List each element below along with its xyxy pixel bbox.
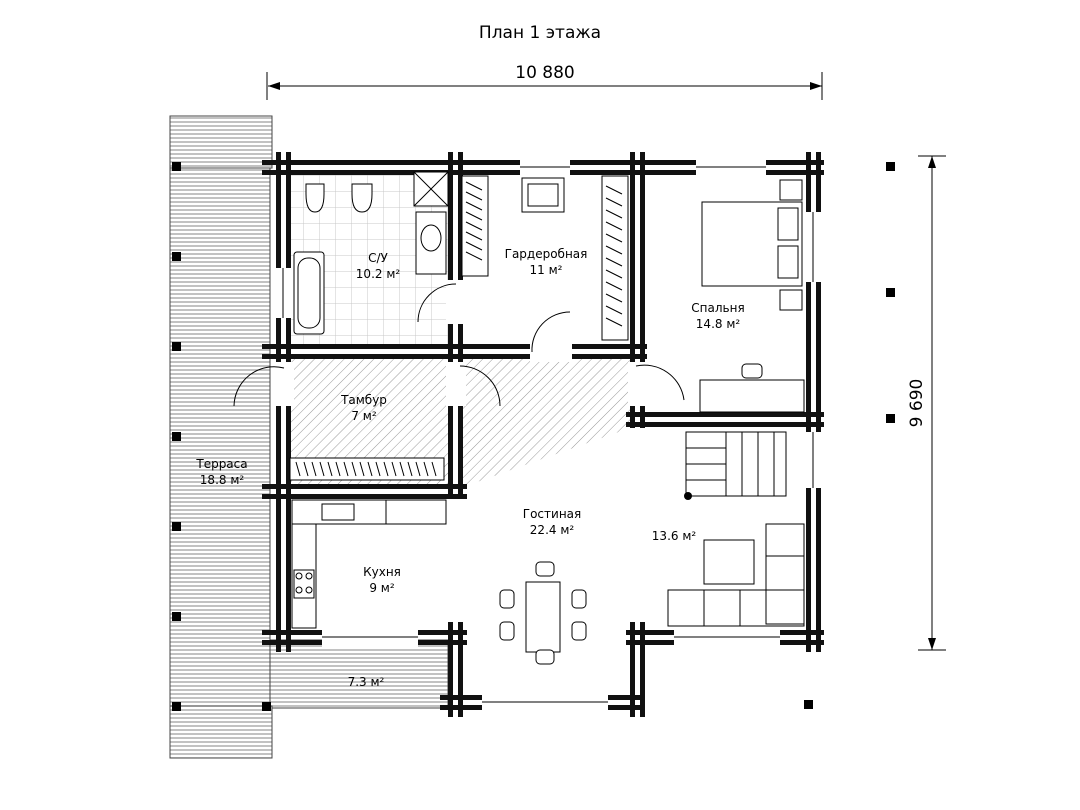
room-area-wardrobe: 11 м² — [530, 263, 563, 277]
wardrobe-fixtures — [461, 175, 629, 341]
room-name-vestibule: Тамбур — [340, 393, 387, 407]
room-area-bathroom: 10.2 м² — [356, 267, 401, 281]
room-name-bedroom: Спальня — [691, 301, 744, 315]
hall-floor — [460, 358, 630, 488]
room-area-bedroom: 14.8 м² — [696, 317, 741, 331]
room-labels: С/У 10.2 м² Гардеробная 11 м² Спальня 14… — [195, 247, 744, 689]
room-area-porch: 7.3 м² — [348, 675, 385, 689]
staircase — [684, 431, 787, 500]
plan-title: План 1 этажа — [479, 23, 601, 43]
openings — [233, 158, 824, 712]
bathroom-fixtures — [293, 171, 449, 335]
living-furniture — [667, 523, 805, 627]
width-label: 10 880 — [515, 63, 574, 83]
kitchen-fixtures — [291, 499, 447, 629]
dining-set — [499, 561, 587, 665]
room-area-living: 22.4 м² — [530, 523, 575, 537]
room-area-stair-hall: 13.6 м² — [652, 529, 697, 543]
room-name-living: Гостиная — [523, 507, 581, 521]
room-area-kitchen: 9 м² — [369, 581, 395, 595]
room-area-vestibule: 7 м² — [351, 409, 377, 423]
room-area-terrace: 18.8 м² — [200, 473, 245, 487]
height-dimension: 9 690 — [907, 155, 946, 651]
width-dimension: 10 880 — [266, 63, 823, 100]
room-name-terrace: Терраса — [195, 457, 247, 471]
room-name-bathroom: С/У — [368, 251, 388, 265]
posts — [172, 162, 895, 711]
bedroom-furniture — [699, 179, 805, 413]
height-label: 9 690 — [907, 379, 927, 428]
room-name-wardrobe: Гардеробная — [505, 247, 588, 261]
room-name-kitchen: Кухня — [363, 565, 401, 579]
vestibule-bench — [289, 457, 445, 481]
terrace-deck — [169, 115, 449, 759]
